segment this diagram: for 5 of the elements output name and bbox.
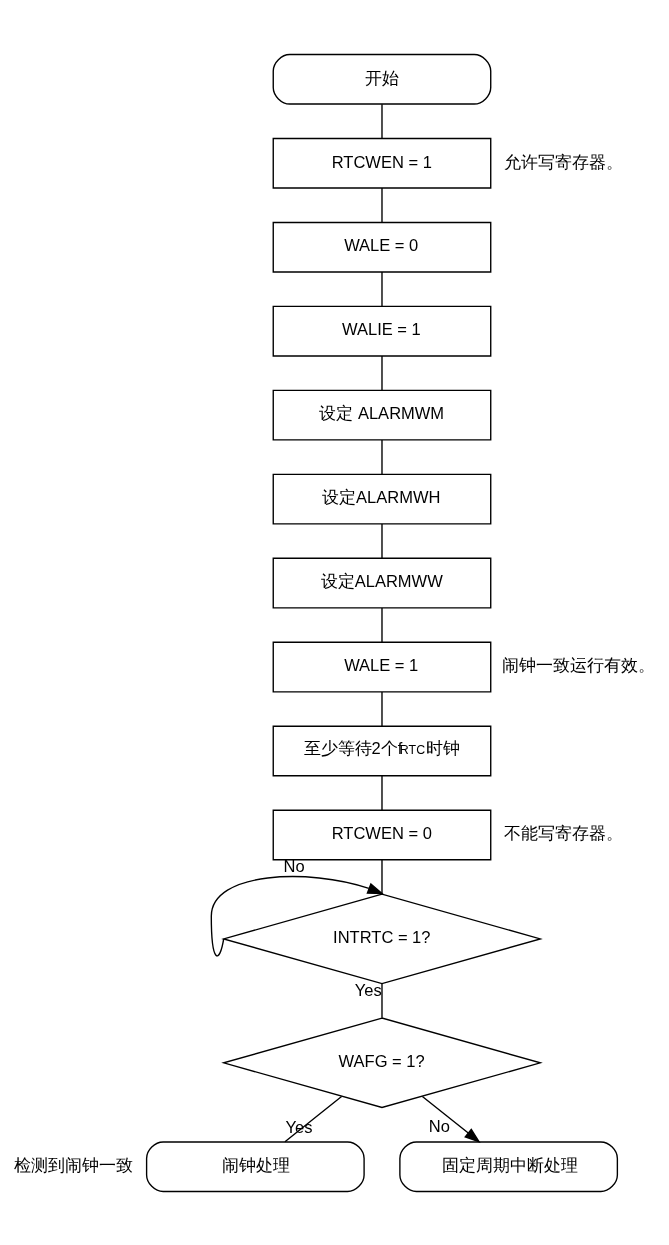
node-label: 允许写寄存器。: [504, 152, 624, 171]
edge-label: No: [428, 1116, 450, 1135]
node-label: 闹钟一致运行有效。: [502, 655, 656, 674]
node-label: 不能写寄存器。: [504, 823, 624, 842]
node-label: 检测到闹钟一致: [14, 1155, 134, 1174]
